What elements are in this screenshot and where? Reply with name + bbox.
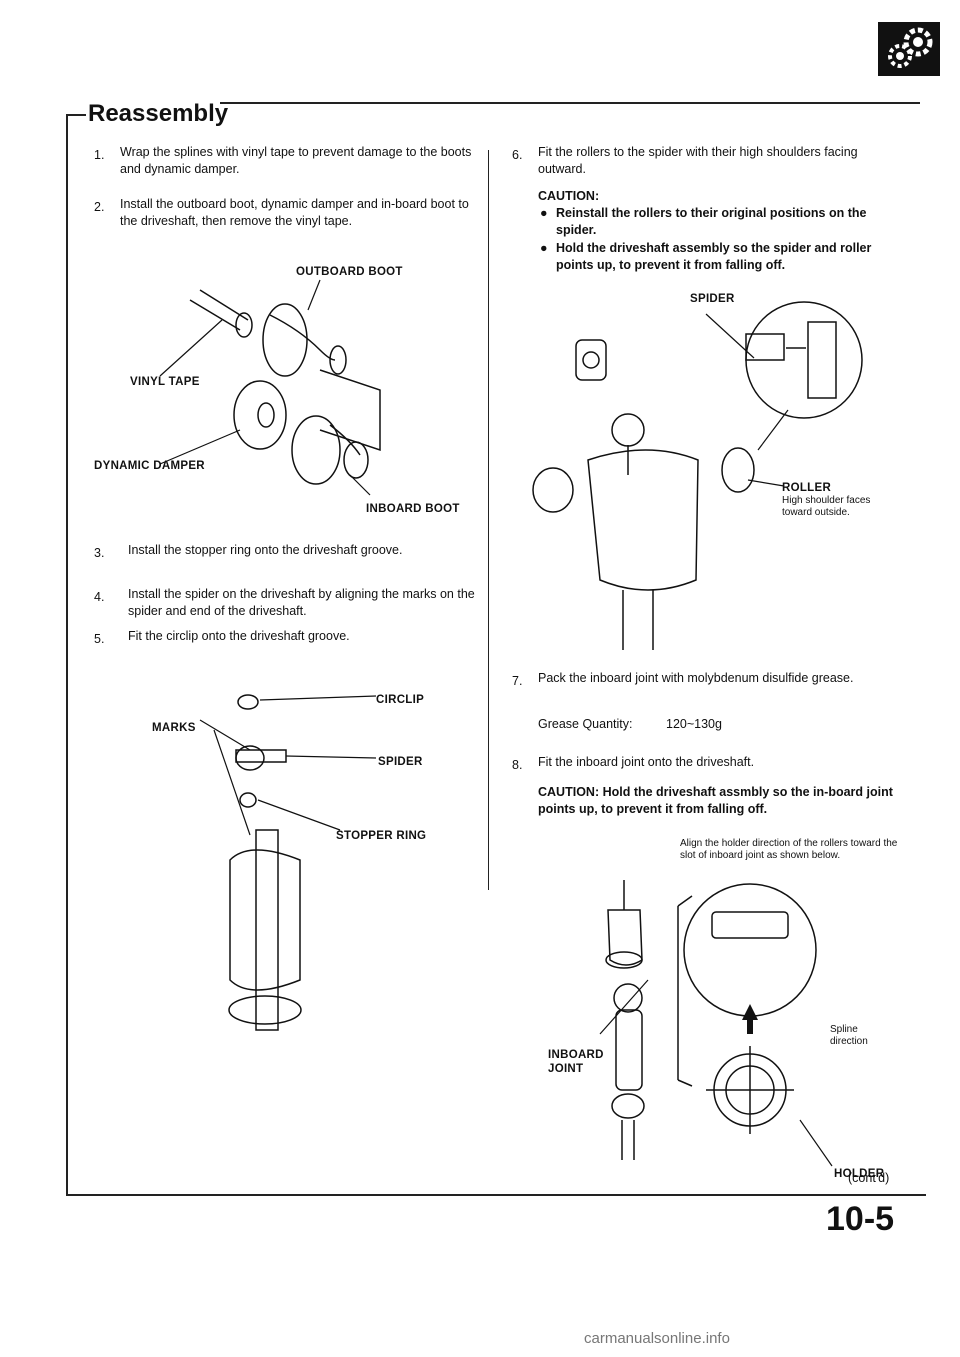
step-3-number: 3. — [94, 546, 105, 560]
continued-label: (cont'd) — [848, 1171, 890, 1185]
grease-quantity-label: Grease Quantity: — [538, 717, 633, 731]
spider-label-fig2: SPIDER — [378, 756, 423, 768]
spline-direction-label: Spline direction — [830, 1024, 868, 1047]
step-6-caution-title: CAUTION: — [538, 189, 600, 203]
section-title: Reassembly — [88, 100, 229, 127]
outboard-boot-label: OUTBOARD BOOT — [296, 266, 403, 278]
grease-quantity-value: 120~130g — [666, 717, 722, 731]
page-frame-left — [66, 114, 68, 1194]
marks-label: MARKS — [152, 722, 196, 734]
header-rule-left — [68, 114, 86, 116]
step-6-caution-bullet-2: Hold the driveshaft assembly so the spid… — [556, 241, 872, 272]
spider-label-fig3: SPIDER — [690, 293, 735, 305]
step-5-text: Fit the circlip onto the driveshaft groo… — [128, 629, 350, 643]
step-7-number: 7. — [512, 674, 523, 688]
caution-bullet-1-dot: ● — [540, 206, 548, 220]
step-2-text: Install the outboard boot, dynamic dampe… — [120, 197, 469, 228]
step-6-text: Fit the rollers to the spider with their… — [538, 145, 858, 176]
roller-note: High shoulder faces toward outside. — [782, 495, 871, 518]
spider-circlip-illustration — [199, 694, 377, 1031]
driveshaft-boot-illustration — [159, 279, 381, 496]
inboard-joint-illustration — [599, 880, 833, 1167]
page-number: 10-5 — [826, 1200, 895, 1238]
step-4-number: 4. — [94, 590, 105, 604]
step-4-text: Install the spider on the driveshaft by … — [128, 587, 475, 618]
step-5-number: 5. — [94, 632, 105, 646]
inboard-joint-label: INBOARD JOINT — [548, 1049, 604, 1075]
step-8-number: 8. — [512, 758, 523, 772]
gears-icon — [878, 22, 940, 76]
step-6-caution-bullet-1: Reinstall the rollers to their original … — [556, 206, 867, 237]
roller-label: ROLLER — [782, 482, 832, 494]
inboard-boot-label: INBOARD BOOT — [366, 503, 460, 515]
step-8-text: Fit the inboard joint onto the driveshaf… — [538, 755, 755, 769]
caution-bullet-2-dot: ● — [540, 241, 548, 255]
circlip-label: CIRCLIP — [376, 694, 425, 706]
watermark: carmanualsonline.info — [584, 1330, 730, 1347]
column-divider — [488, 150, 489, 890]
step-3-text: Install the stopper ring onto the drives… — [128, 543, 403, 557]
spider-roller-illustration — [532, 301, 863, 650]
step-1-number: 1. — [94, 148, 105, 162]
dynamic-damper-label: DYNAMIC DAMPER — [94, 460, 205, 472]
holder-direction-note: Align the holder direction of the roller… — [680, 838, 898, 861]
vinyl-tape-label: VINYL TAPE — [130, 376, 200, 388]
step-2-number: 2. — [94, 200, 105, 214]
bottom-rule — [66, 1194, 926, 1196]
step-1-text: Wrap the splines with vinyl tape to prev… — [120, 145, 472, 176]
step-7-text: Pack the inboard joint with molybdenum d… — [538, 671, 854, 685]
step-6-number: 6. — [512, 148, 523, 162]
stopper-ring-label: STOPPER RING — [336, 830, 427, 842]
holder-label: HOLDER — [834, 1168, 885, 1180]
header-rule — [220, 102, 920, 104]
step-8-caution: CAUTION: Hold the driveshaft assmbly so … — [538, 785, 893, 816]
